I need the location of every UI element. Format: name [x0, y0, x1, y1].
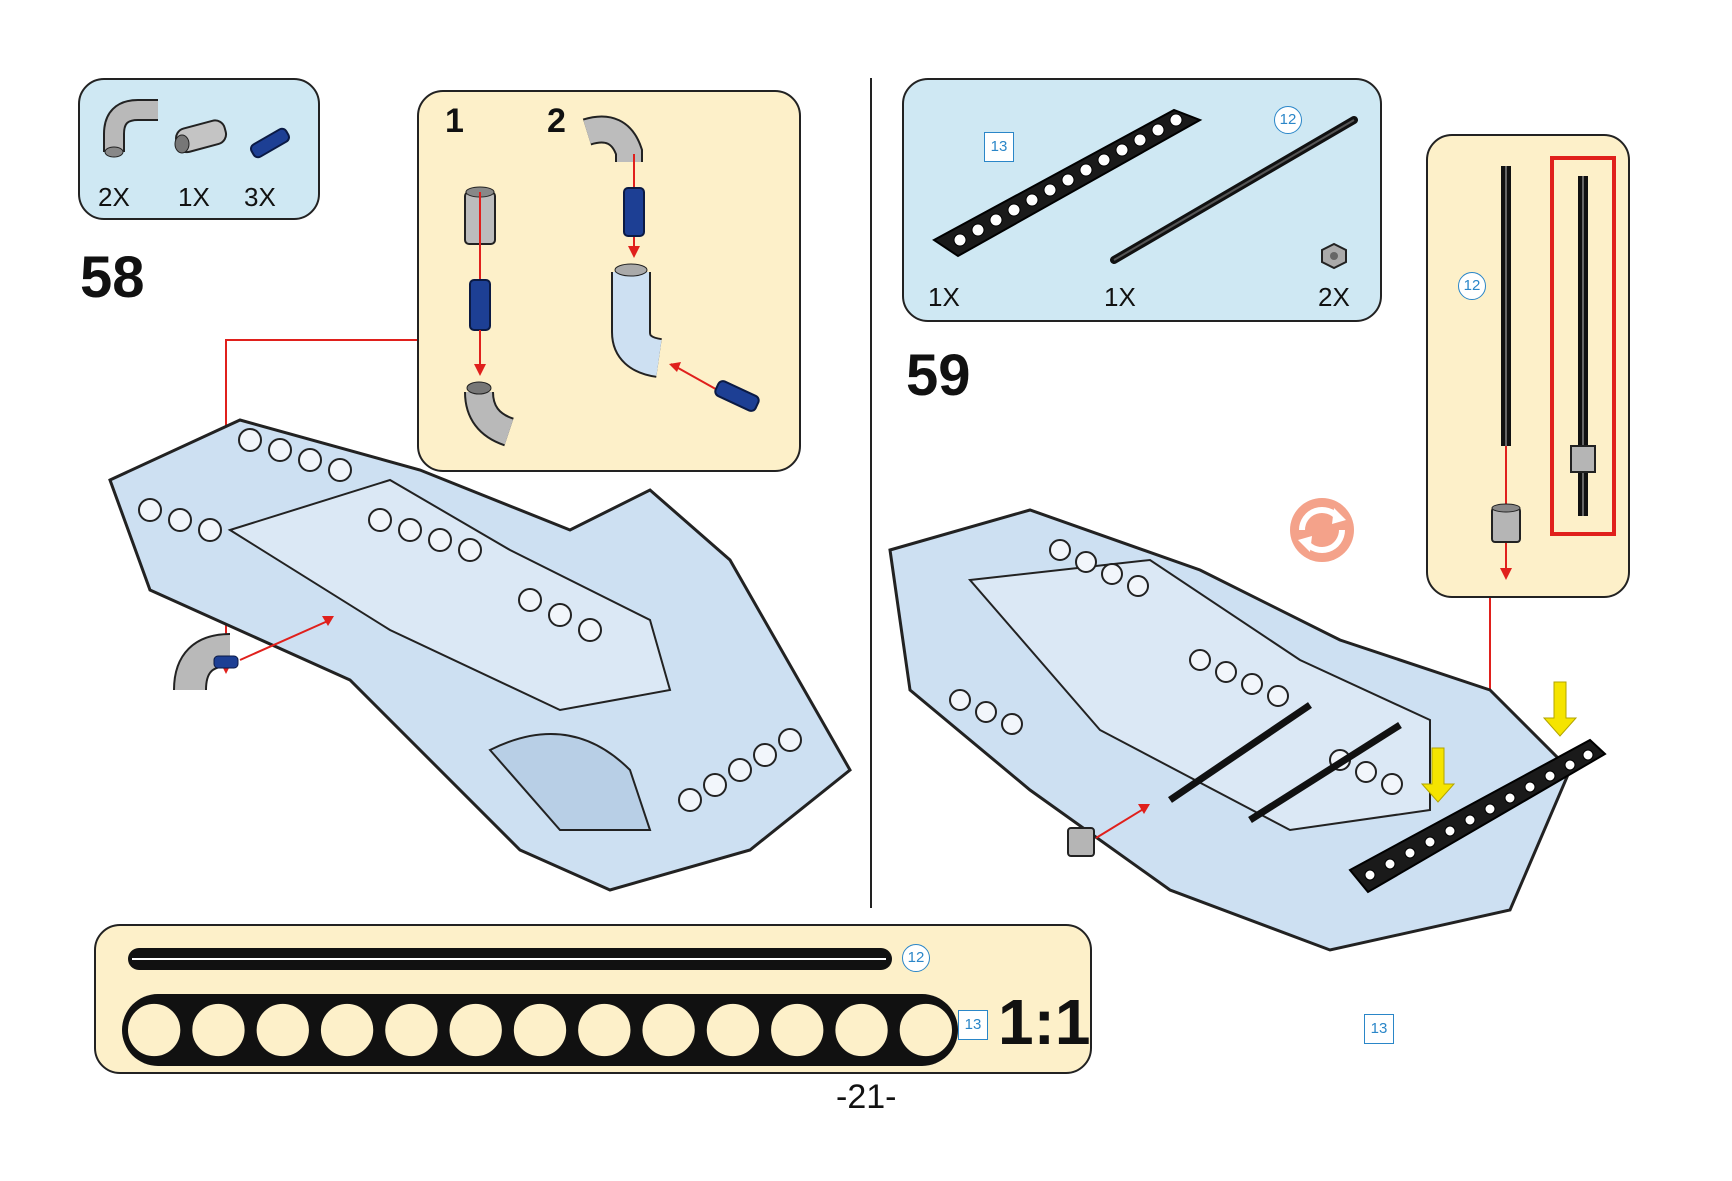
- step58-model-illustration: [108, 339, 852, 892]
- beam-hole: [254, 1001, 311, 1059]
- part-qty: 1X: [1104, 282, 1136, 312]
- step58-parts-panel: 2X 1X 3X: [78, 78, 320, 220]
- sub-step-number: 2: [547, 102, 566, 140]
- beam-hole: [126, 1001, 183, 1059]
- step59-model-illustration: [888, 508, 1607, 952]
- blue-pin-icon: [250, 127, 290, 159]
- part-id-12: 12: [902, 944, 930, 972]
- elbow-connector-icon: [103, 99, 158, 158]
- beam-hole: [190, 1001, 247, 1059]
- beam-13-icon: [932, 108, 1203, 258]
- step-divider: [870, 78, 872, 908]
- part-id-13: 13: [984, 132, 1014, 162]
- step58-subassembly-callout: 1 2: [417, 90, 801, 472]
- axle-12-scale-shape: [128, 948, 892, 970]
- part-id-13: 13: [958, 1010, 988, 1040]
- step-number: 58: [80, 245, 145, 310]
- beam-hole: [383, 1001, 440, 1059]
- beam-hole: [511, 1001, 569, 1059]
- step-number: 59: [906, 343, 971, 408]
- part-qty: 2X: [1318, 282, 1350, 312]
- part-id-13: 13: [1364, 1014, 1394, 1044]
- part-id-12: 12: [1274, 106, 1302, 134]
- beam-hole: [897, 1001, 954, 1059]
- beam-hole: [769, 1001, 826, 1059]
- part-id-12: 12: [1458, 272, 1486, 300]
- axle-12-icon: [1110, 116, 1358, 264]
- subassembly-diagram: [464, 115, 760, 447]
- beam-hole: [318, 1001, 376, 1059]
- step59-axle-callout: 12: [1426, 134, 1630, 598]
- sub-step-number: 1: [445, 102, 464, 140]
- page-number: -21-: [836, 1078, 897, 1116]
- step59-parts-panel: 13 12 1X 1X 2X: [902, 78, 1382, 322]
- part-qty: 1X: [928, 282, 960, 312]
- rotate-model-icon: [1290, 498, 1354, 562]
- connector-bush-icon: [174, 119, 228, 154]
- beam-hole: [640, 1001, 697, 1059]
- beam-hole: [576, 1001, 633, 1059]
- part-qty: 3X: [244, 182, 276, 212]
- part-qty: 2X: [98, 182, 130, 212]
- bush-icon: [1321, 242, 1347, 270]
- beam-13-scale-shape: [122, 994, 958, 1066]
- beam-hole: [833, 1001, 890, 1059]
- scale-label: 1:1: [998, 986, 1091, 1058]
- beam-hole: [704, 1001, 762, 1059]
- beam-hole: [447, 1001, 504, 1059]
- axle-12-callout-diagram: [1491, 156, 1616, 580]
- part-qty: 1X: [178, 182, 210, 212]
- scale-bar-panel: 12 13: [94, 924, 1092, 1074]
